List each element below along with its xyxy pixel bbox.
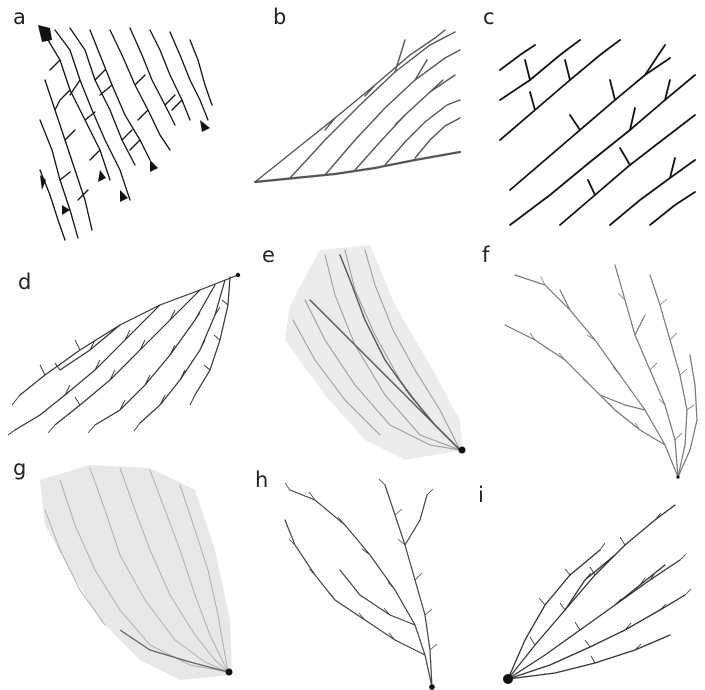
panel-f: f [475, 245, 705, 485]
outlet-dot-h [429, 684, 435, 690]
drainage-network-e [245, 245, 475, 465]
panel-i: i [475, 485, 705, 690]
panel-b: b [235, 0, 470, 245]
panel-g: g [0, 450, 245, 690]
panel-a: a [0, 0, 235, 245]
outlet-dot-e [459, 447, 466, 454]
drainage-network-a [0, 0, 235, 245]
outlet-dot-d [236, 273, 240, 277]
outlet-dot-i [503, 674, 513, 684]
drainage-network-b [235, 0, 470, 245]
panel-c: c [470, 0, 705, 245]
drainage-network-c [470, 0, 705, 245]
drainage-network-g [0, 450, 245, 690]
outlet-dot-g [226, 669, 233, 676]
panel-e: e [245, 245, 475, 465]
panel-d: d [0, 245, 245, 450]
panel-h: h [245, 465, 475, 690]
drainage-network-h [245, 465, 475, 690]
outlet-dot-f [676, 475, 679, 478]
drainage-network-d [0, 245, 245, 450]
drainage-network-i [475, 485, 705, 690]
drainage-network-f [475, 245, 705, 485]
